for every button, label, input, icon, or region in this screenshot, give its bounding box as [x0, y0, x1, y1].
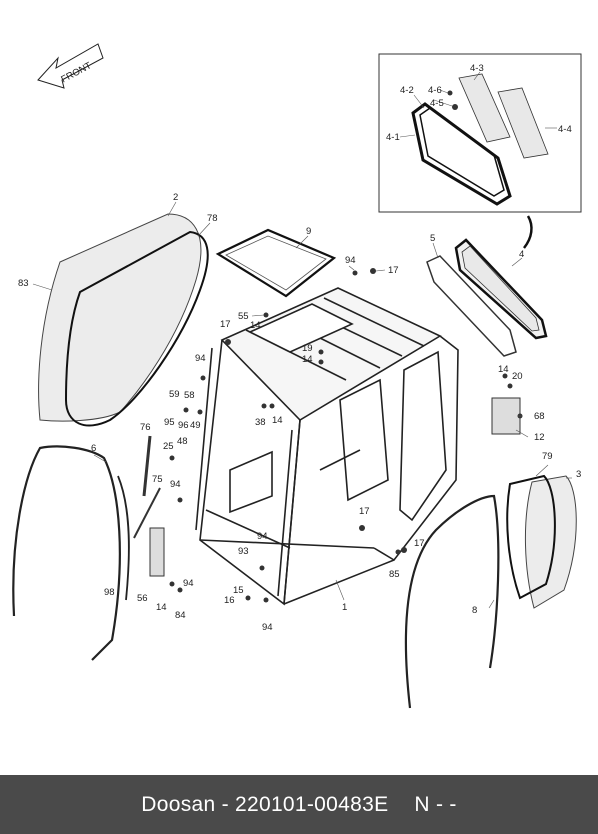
part-label: 4 [519, 249, 524, 260]
part-label: 85 [389, 569, 400, 580]
part-label: 17 [414, 538, 425, 549]
part-label: 1 [342, 602, 347, 613]
part-label: 59 [169, 389, 180, 400]
part-label: 3 [576, 469, 581, 480]
part-label: 94 [345, 255, 356, 266]
trim-98 [117, 475, 130, 601]
inset-label-4-2: 4-2 [400, 85, 414, 96]
inset-label-4-4: 4-4 [558, 124, 572, 135]
inset-seal-4-2 [419, 107, 505, 197]
part-label: 83 [18, 278, 29, 289]
side-glass-3 [524, 475, 577, 609]
door-seal-78 [64, 230, 209, 427]
window-seal-5 [426, 255, 517, 357]
gas-spring-76 [142, 435, 152, 497]
part-label: 19 [302, 343, 313, 354]
part-label: 93 [238, 546, 249, 557]
inset-seal-4-1 [411, 102, 512, 206]
part-label: 9 [306, 226, 311, 237]
inset-glass-4-4 [497, 87, 549, 159]
inset-label-4-1: 4-1 [386, 132, 400, 143]
part-label: 79 [542, 451, 553, 462]
part-label: 6 [91, 443, 96, 454]
front-seal-6 [12, 445, 121, 661]
part-label: 38 [255, 417, 266, 428]
part-label: 58 [184, 390, 195, 401]
inset-glass-4-3 [458, 73, 511, 143]
part-label: 49 [190, 420, 201, 431]
part-label: 15 [233, 585, 244, 596]
front-arrow: FRONT [37, 43, 104, 89]
part-label: 25 [163, 441, 174, 452]
part-label: 14 [272, 415, 283, 426]
roof-glass-9-inner [225, 235, 327, 291]
part-label: 5 [430, 233, 435, 244]
part-label: 94 [183, 578, 194, 589]
part-label: 16 [224, 595, 235, 606]
inset-label-4-5: 4-5 [430, 98, 444, 109]
part-label: 17 [220, 319, 231, 330]
part-label: 14 [302, 354, 313, 365]
controller-68 [491, 397, 521, 435]
part-label: 17 [388, 265, 399, 276]
latch-bracket-56 [149, 527, 165, 577]
part-label: 8 [472, 605, 477, 616]
footer-bar: Doosan - 220101-00483E N - - [0, 775, 598, 834]
sliding-window-4-inner [461, 245, 540, 332]
part-label: 12 [534, 432, 545, 443]
hardware-fasteners [169, 268, 523, 603]
part-label: 55 [238, 311, 249, 322]
part-label: 14 [156, 602, 167, 613]
inset-leader-curve [523, 215, 533, 249]
part-label: 48 [177, 436, 188, 447]
part-label: 76 [140, 422, 151, 433]
part-label: 98 [104, 587, 115, 598]
part-label: 94 [257, 531, 268, 542]
roof-glass-9 [215, 228, 337, 298]
part-label: 56 [137, 593, 148, 604]
inset-screw-4-5 [452, 104, 458, 110]
part-label: 94 [170, 479, 181, 490]
window-inset: 4-1 4-2 4-3 4-4 4-5 4-6 [378, 53, 582, 213]
cab-parts-diagram: FRONT 4-1 4-2 4-3 4-4 4-5 4-6 [12, 43, 582, 709]
part-label: 94 [262, 622, 273, 633]
inset-label-4-3: 4-3 [470, 63, 484, 74]
part-label: 96 [178, 420, 189, 431]
part-label: 2 [173, 192, 178, 203]
part-label: 14 [250, 320, 261, 331]
part-label: 78 [207, 213, 218, 224]
footer-brand: Doosan - 220101-00483E [141, 792, 389, 816]
part-label: 75 [152, 474, 163, 485]
part-label: 95 [164, 417, 175, 428]
cab-frame-1 [195, 287, 459, 606]
inset-screw-4-6 [447, 90, 453, 96]
part-label: 14 [498, 364, 509, 375]
part-label: 68 [534, 411, 545, 422]
part-labels: 2 78 83 9 5 4 94 17 55 14 17 19 14 94 14… [18, 192, 581, 633]
inset-label-4-6: 4-6 [428, 85, 442, 96]
part-label: 20 [512, 371, 523, 382]
part-label: 17 [359, 506, 370, 517]
part-label: 94 [195, 353, 206, 364]
rear-seal-8 [404, 494, 500, 709]
footer-suffix: N - - [414, 792, 457, 816]
part-label: 84 [175, 610, 186, 621]
leader-lines [32, 201, 572, 609]
side-seal-79 [506, 474, 556, 600]
rod-75 [133, 487, 161, 539]
